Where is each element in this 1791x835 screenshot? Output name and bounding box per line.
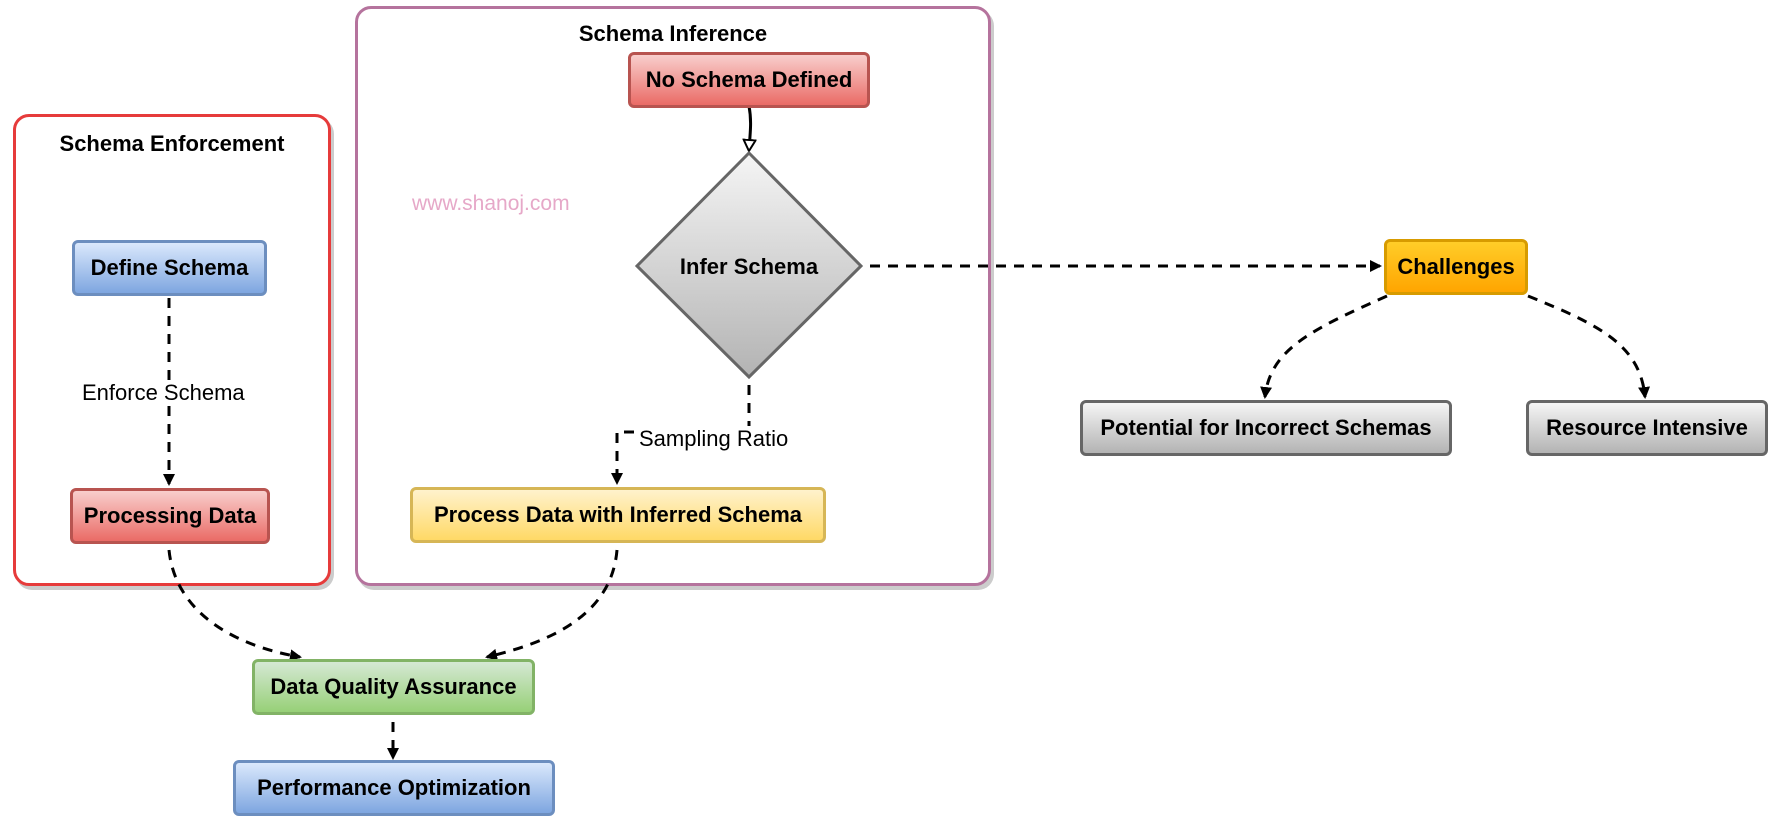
edge-label-sampling-ratio: Sampling Ratio [637,426,791,452]
infer-schema-diamond [634,150,864,380]
edge-challenges-to-incorrect [1260,294,1388,399]
edge-noschema-to-infer [749,105,751,150]
no-schema-defined-node[interactable]: No Schema Defined [628,52,870,108]
resource-intensive-node[interactable]: Resource Intensive [1526,400,1768,456]
performance-optimization-node[interactable]: Performance Optimization [233,760,555,816]
edge-process-to-quality [485,549,619,661]
edge-processing-to-quality [167,549,302,662]
schema-inference-title: Schema Inference [578,21,768,46]
incorrect-schemas-node[interactable]: Potential for Incorrect Schemas [1080,400,1452,456]
challenges-node[interactable]: Challenges [1384,239,1528,295]
edge-challenges-to-resource [1527,294,1651,399]
define-schema-node[interactable]: Define Schema [72,240,267,296]
infer-schema-label[interactable]: Infer Schema [679,254,819,279]
schema-enforcement-title: Schema Enforcement [59,131,285,156]
processing-data-node[interactable]: Processing Data [70,488,270,544]
edge-label-enforce-schema: Enforce Schema [80,380,247,406]
data-quality-node[interactable]: Data Quality Assurance [252,659,535,715]
watermark: www.shanoj.com [412,192,570,215]
process-inferred-node[interactable]: Process Data with Inferred Schema [410,487,826,543]
